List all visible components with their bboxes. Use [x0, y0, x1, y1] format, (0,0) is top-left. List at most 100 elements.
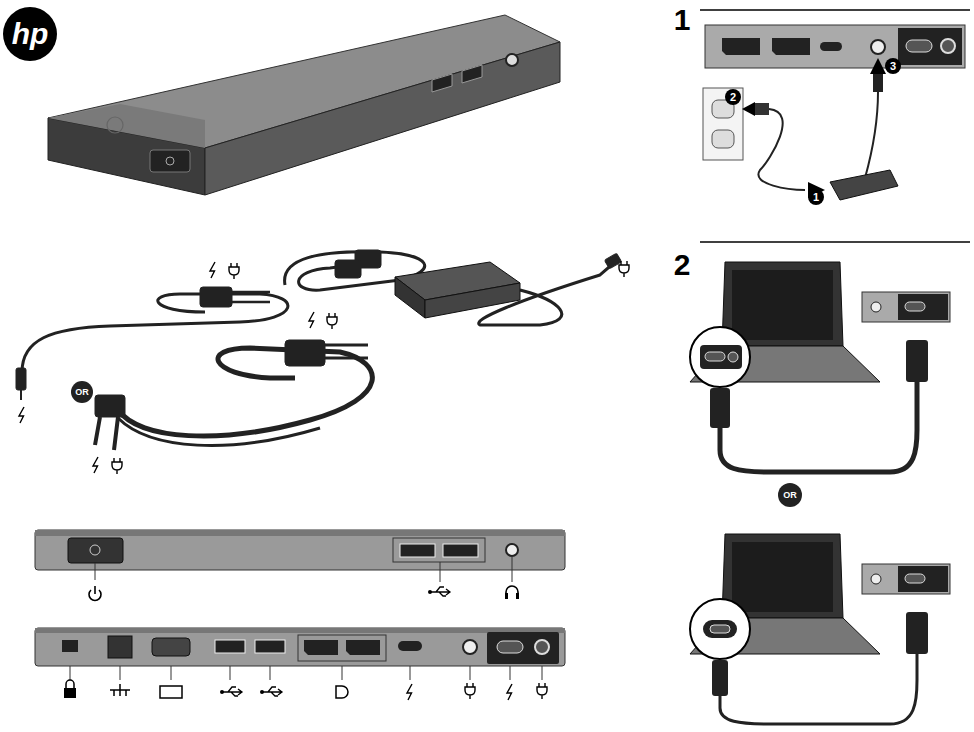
dock-front-view: [68, 538, 123, 563]
laptop: [700, 345, 742, 369]
cable-set: [95, 417, 118, 450]
laptop: [690, 599, 750, 659]
dock-front-view: [443, 544, 478, 557]
laptop: [690, 262, 950, 472]
dock-rear-view: [152, 638, 190, 656]
step-one-panel: [742, 102, 755, 116]
laptop: [722, 534, 843, 618]
laptop: [712, 660, 728, 696]
step-two-panel: [700, 241, 970, 243]
step-one-panel: [885, 58, 901, 74]
dock-rear-view: [108, 636, 132, 658]
step-two-panel: [690, 242, 970, 724]
cable-set: [118, 418, 320, 445]
laptop: [906, 612, 928, 654]
dock-front-view: [90, 545, 100, 555]
laptop: [710, 388, 730, 428]
laptop: [898, 294, 948, 320]
cable-symbols: [112, 458, 122, 474]
dock-rear-view: [336, 686, 348, 698]
hp-logo: [3, 7, 57, 61]
dock-perspective: [150, 150, 190, 172]
power-adapter: [395, 277, 425, 318]
dock-rear-view: [398, 641, 422, 651]
laptop: [871, 302, 881, 312]
laptop: [732, 270, 833, 340]
dock-rear-view: [35, 628, 565, 666]
laptop: [905, 302, 925, 311]
laptop: [720, 654, 917, 724]
cable-symbols: [210, 262, 215, 278]
cable-symbols: [19, 261, 629, 474]
laptop: [862, 564, 950, 594]
dock-perspective: [506, 54, 518, 66]
dock-perspective: [462, 65, 482, 83]
step-number: 2: [668, 248, 696, 282]
laptop: [728, 352, 738, 362]
step-one-panel: [808, 189, 824, 205]
step-one-panel: [705, 25, 965, 68]
step-one-panel: [898, 28, 962, 65]
step-one-panel: [873, 74, 883, 92]
step-one-panel: [722, 38, 760, 55]
laptop: [703, 620, 737, 638]
dock-rear-view: [487, 632, 559, 664]
or-badge: [71, 381, 802, 507]
cable-set: [118, 348, 372, 436]
laptop: [906, 340, 928, 382]
dock-perspective: [166, 157, 174, 165]
laptop: [862, 292, 950, 322]
dock-rear-view: [70, 666, 542, 680]
cable-set: [95, 395, 125, 417]
dock-rear-view: [537, 683, 547, 699]
cable-symbols: [19, 407, 24, 423]
cable-set: [16, 250, 622, 450]
dock-rear-view: [407, 684, 412, 700]
hp-logo: [3, 7, 57, 61]
cable-symbols: [619, 261, 629, 277]
power-adapter: [425, 283, 520, 318]
step-one-panel: [772, 38, 810, 55]
dock-rear-view: [507, 684, 512, 700]
step-one-panel: [703, 88, 743, 160]
dock-rear-view: [62, 640, 78, 652]
cable-set: [285, 340, 325, 366]
dock-rear-view: [64, 688, 76, 698]
cable-symbols: [229, 263, 239, 279]
step-one-panel: [871, 40, 885, 54]
dock-perspective: [48, 104, 205, 148]
laptop: [722, 262, 843, 346]
dock-rear-view: [463, 640, 477, 654]
cable-set: [22, 294, 288, 372]
cable-symbols: [327, 313, 337, 329]
step-one-panel: [865, 92, 878, 178]
callout-number: 2: [725, 89, 741, 105]
cable-set: [16, 368, 26, 390]
cable-symbols: [309, 312, 314, 328]
dock-front-view: [393, 538, 485, 562]
callout-number: 3: [885, 58, 901, 74]
dock-rear-view: [298, 635, 386, 661]
laptop: [905, 574, 925, 583]
dock-rear-view: [260, 687, 282, 696]
dock-front-view: [428, 587, 450, 596]
dock-rear-view: [497, 641, 523, 653]
step-one-panel: [712, 130, 734, 148]
dock-front-view: [35, 530, 565, 600]
step-one-panel: [820, 42, 842, 51]
step-one-panel: [700, 10, 970, 205]
or-badge: [778, 483, 802, 507]
dock-rear-view: [255, 640, 285, 653]
cable-symbols: [93, 457, 98, 473]
step-one-panel: [830, 170, 898, 200]
dock-front-view: [505, 586, 519, 599]
dock-rear-view: [220, 687, 242, 696]
cable-set: [20, 390, 22, 400]
laptop: [690, 534, 950, 724]
laptop: [732, 542, 833, 612]
dock-rear-view: [160, 686, 182, 698]
step-number: 1: [668, 3, 696, 37]
dock-perspective: [432, 74, 452, 92]
dock-rear-view: [35, 628, 565, 700]
